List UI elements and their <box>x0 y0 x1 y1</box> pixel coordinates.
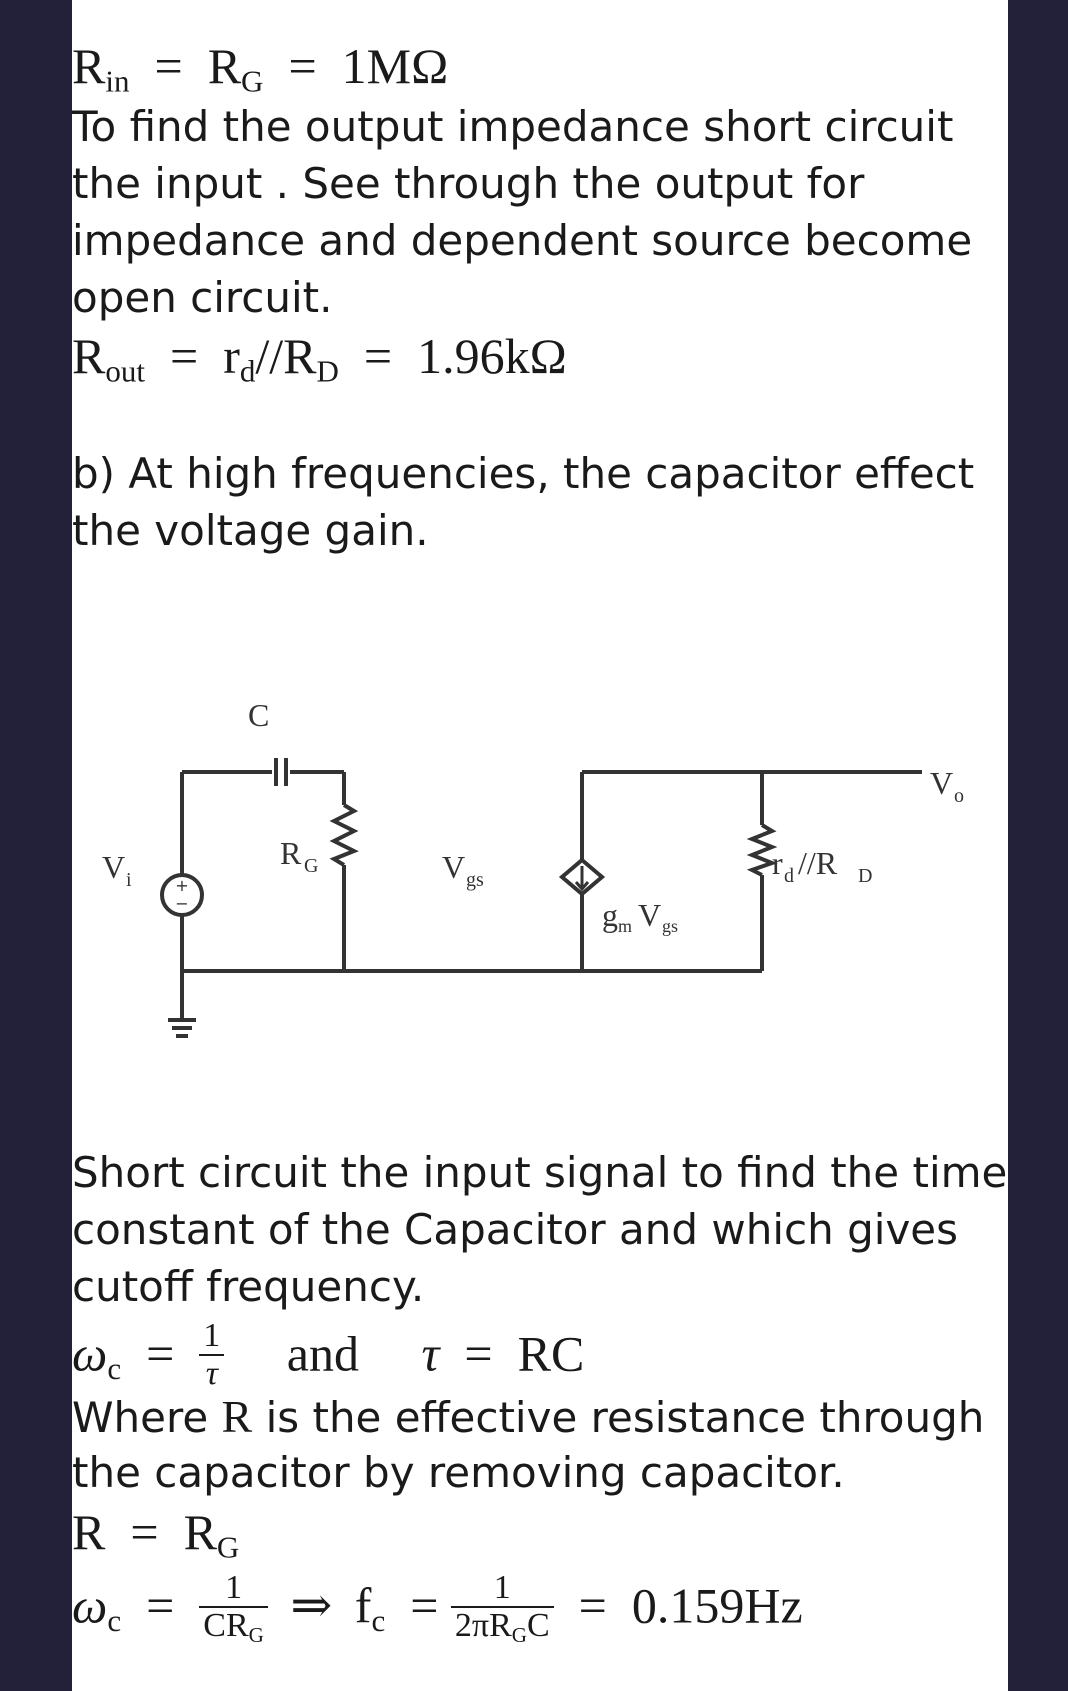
equals-sign: = <box>451 1325 506 1382</box>
fc-symbol: f <box>354 1577 372 1634</box>
capacitor-symbol <box>274 758 288 786</box>
vo-label: V o <box>930 765 964 807</box>
small-signal-circuit-diagram: + − C V i R G V gs g m <box>102 697 964 1038</box>
tau-symbol: τ <box>421 1325 440 1382</box>
implies-arrow: ⇒ <box>290 1577 333 1634</box>
explanation-line-3: impedance and dependent source become <box>72 216 973 265</box>
dependent-current-source-icon <box>558 857 606 897</box>
gm-vgs-label: g m V gs <box>602 897 678 936</box>
svg-text:i: i <box>126 869 132 891</box>
parallel-symbol: // <box>255 328 284 384</box>
and-word: and <box>286 1325 359 1382</box>
circuit-wires <box>180 770 922 1020</box>
ground-icon <box>168 1018 196 1038</box>
part-b-line-2: the voltage gain. <box>72 506 429 555</box>
rg-label: R G <box>280 835 318 877</box>
vgs-label: V gs <box>442 849 484 891</box>
svg-text:V: V <box>442 849 465 885</box>
equals-sign: = <box>275 38 330 94</box>
svg-text:gs: gs <box>662 916 678 936</box>
equals-sign: = <box>397 1577 439 1634</box>
r-symbol: R <box>72 1504 106 1560</box>
rin-value: 1MΩ <box>341 38 449 94</box>
where-line: Where R is the effective resistance thro… <box>72 1387 984 1447</box>
rg-subscript: G <box>216 1529 240 1565</box>
equals-sign: = <box>133 1577 187 1634</box>
capacitor-label: C <box>248 697 269 733</box>
omega-symbol: ω <box>72 1577 108 1634</box>
rg-subscript: G <box>241 63 264 99</box>
rout-value: 1.96kΩ <box>417 328 567 384</box>
rd-subscript: d <box>239 353 256 389</box>
part-c-line-2: constant of the Capacitor and which give… <box>72 1205 959 1254</box>
rin-symbol: R <box>72 38 106 94</box>
equals-sign: = <box>566 1577 620 1634</box>
spacer <box>371 1325 409 1381</box>
svg-text:+: + <box>175 876 188 895</box>
rD-subscript: D <box>316 353 339 389</box>
svg-text:G: G <box>304 855 318 877</box>
rin-equation: Rin = RG = 1MΩ <box>72 36 449 99</box>
explanation-line-2: the input . See through the output for <box>72 159 865 208</box>
r-equals-rg-equation: R = RG <box>72 1502 240 1565</box>
svg-text:R: R <box>280 835 302 871</box>
rd-resistor-symbol <box>746 823 778 877</box>
svg-text:V: V <box>102 849 125 885</box>
rg-symbol: R <box>183 1504 217 1560</box>
rout-subscript: out <box>105 353 145 389</box>
omega-symbol: ω <box>72 1325 108 1382</box>
vin-label: V i <box>102 849 132 891</box>
rout-equation: Rout = rd//RD = 1.96kΩ <box>72 326 567 389</box>
svg-text:o: o <box>954 785 964 807</box>
solution-page: Rin = RG = 1MΩ To find the output impeda… <box>72 0 1008 1691</box>
equals-sign: = <box>141 38 196 94</box>
explanation-line-4: open circuit. <box>72 273 333 322</box>
svg-text://R: //R <box>798 845 838 881</box>
svg-text:m: m <box>618 916 632 936</box>
rg-symbol: R <box>207 38 242 94</box>
rc-product: RC <box>517 1325 585 1382</box>
svg-text:D: D <box>858 865 872 887</box>
rg-resistor-symbol <box>329 803 359 867</box>
svg-text:g: g <box>602 897 618 933</box>
explanation-line-1: To find the output impedance short circu… <box>72 102 954 151</box>
equals-sign: = <box>117 1504 172 1560</box>
part-c-line-1: Short circuit the input signal to find t… <box>72 1148 1008 1197</box>
svg-text:d: d <box>784 865 794 887</box>
fc-subscript: c <box>371 1603 386 1639</box>
svg-text:V: V <box>638 897 661 933</box>
svg-text:V: V <box>930 765 953 801</box>
svg-text:−: − <box>175 894 188 913</box>
svg-text:gs: gs <box>466 869 484 891</box>
equals-sign: = <box>351 328 405 384</box>
equals-sign: = <box>157 328 211 384</box>
ac-source-icon: + − <box>160 873 204 917</box>
rin-subscript: in <box>105 63 130 99</box>
capacitor-removal-line: the capacitor by removing capacitor. <box>72 1448 845 1497</box>
spacer <box>237 1325 275 1381</box>
where-prefix: Where <box>72 1393 222 1442</box>
svg-text:r: r <box>772 845 783 881</box>
rout-symbol: R <box>72 328 106 384</box>
omega-subscript: c <box>107 1351 122 1387</box>
rD-symbol: R <box>283 328 317 384</box>
rd-symbol: r <box>223 328 240 384</box>
where-R-symbol: R <box>221 1391 253 1442</box>
where-suffix: is the effective resistance through <box>252 1393 985 1442</box>
part-c-line-3: cutoff frequency. <box>72 1262 425 1311</box>
equals-sign: = <box>133 1325 187 1382</box>
rd-rD-label: r d //R D <box>772 845 872 887</box>
cutoff-frequency-result: 0.159Hz <box>631 1577 803 1634</box>
omega-subscript: c <box>107 1603 122 1639</box>
part-b-line-1: b) At high frequencies, the capacitor ef… <box>72 449 975 498</box>
